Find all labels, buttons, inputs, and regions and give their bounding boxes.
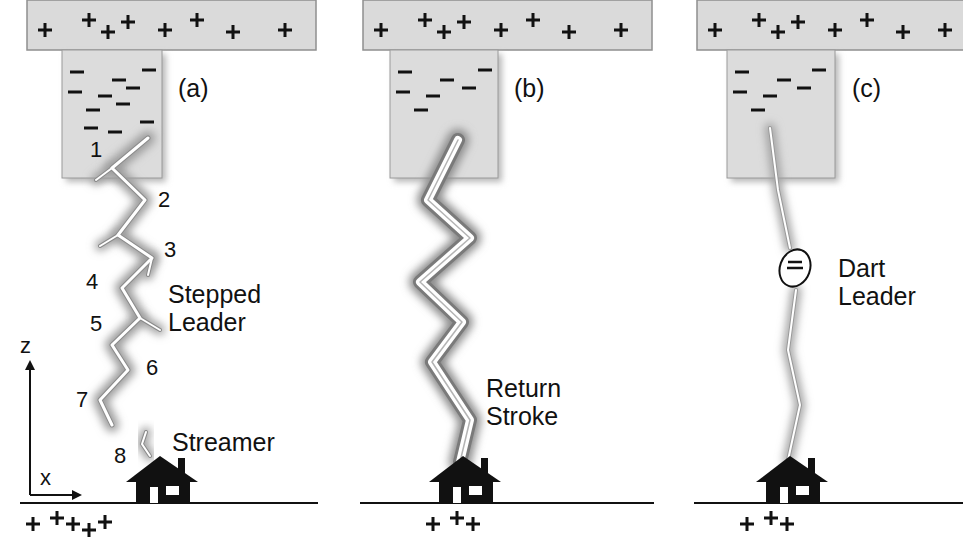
callout-number: 2 — [158, 188, 170, 213]
streamer — [142, 432, 150, 456]
axis-label: z — [20, 334, 31, 359]
callout-number: 6 — [146, 356, 158, 381]
callout-number: 4 — [86, 270, 98, 295]
panel-label: (c) — [852, 74, 881, 102]
callout-number: 1 — [90, 138, 102, 163]
z-axis — [29, 362, 31, 495]
phase-label: Stepped Leader — [168, 280, 286, 336]
minus-sign — [787, 262, 803, 268]
phase-label: Dart Leader — [838, 254, 938, 310]
house-icon — [429, 456, 501, 503]
panel-label: (b) — [514, 74, 545, 102]
phase-label: Streamer — [172, 428, 275, 456]
panel-label: (a) — [178, 74, 209, 102]
return-stroke — [420, 140, 470, 462]
minus-signs — [68, 70, 826, 132]
dart-leader — [770, 128, 800, 460]
stepped-leader — [96, 138, 160, 425]
plus-signs — [26, 511, 794, 537]
callout-number: 5 — [90, 312, 102, 337]
axis-label: x — [40, 466, 51, 491]
x-axis — [30, 494, 80, 496]
callout-number: 3 — [164, 238, 176, 263]
charge-layer — [27, 0, 316, 50]
callout-number: 7 — [76, 388, 88, 413]
house-icon — [126, 456, 198, 503]
charge-packet — [774, 245, 815, 291]
charge-layer — [363, 0, 652, 50]
callout-number: 8 — [114, 444, 126, 469]
phase-label: Return Stroke — [486, 374, 586, 430]
charge-layer — [697, 0, 963, 50]
plus-signs — [38, 13, 952, 39]
house-icon — [756, 456, 828, 503]
